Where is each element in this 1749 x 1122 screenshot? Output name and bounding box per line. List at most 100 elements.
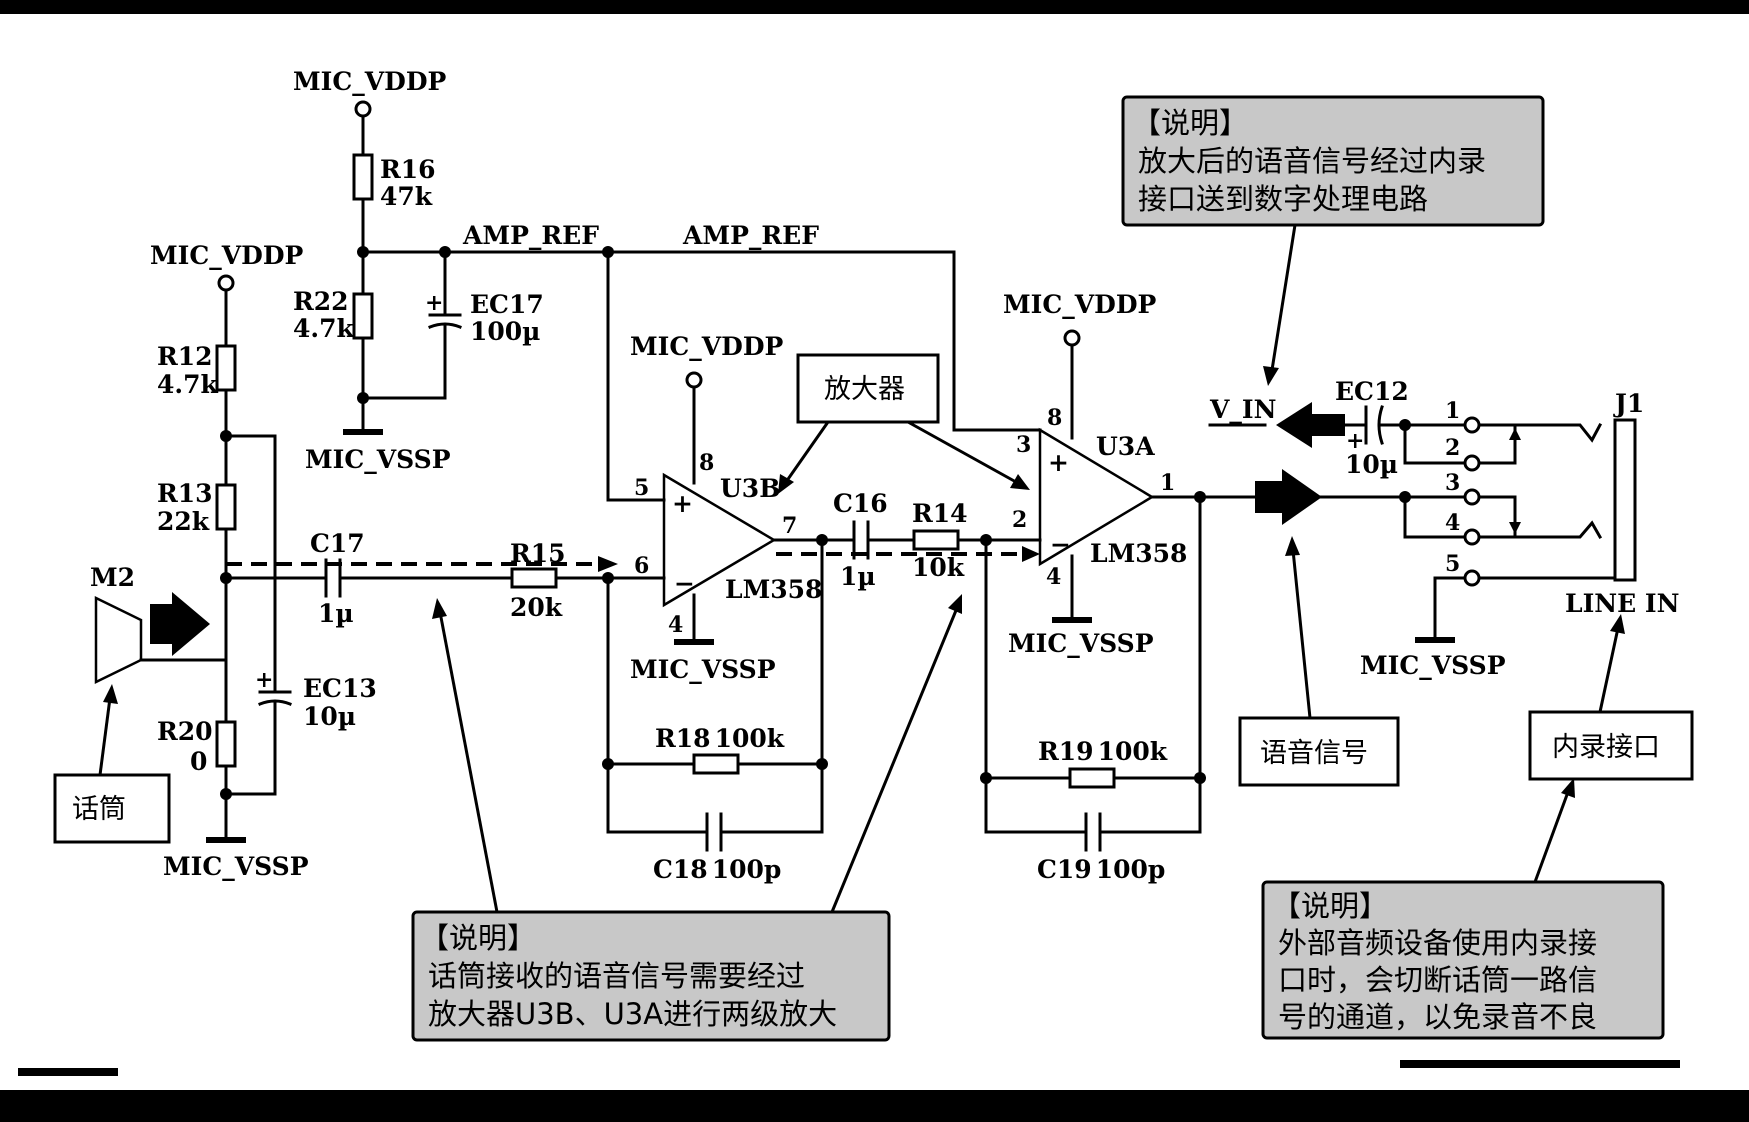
note-bottom-center: 【说明】 话筒接收的语音信号需要经过 放大器U3B、U3A进行两级放大	[411, 594, 962, 1042]
note-bottom-right-box	[1261, 880, 1665, 1040]
svg-text:+: +	[1346, 428, 1364, 454]
v-in-arrow-icon	[1276, 402, 1345, 448]
svg-text:−: −	[1050, 530, 1071, 559]
u3a-pin-vcc: 8	[1047, 405, 1062, 431]
mic-ref: M2	[90, 563, 135, 592]
note-top-right-line-1: 放大后的语音信号经过内录	[1138, 144, 1486, 178]
c17-ref: C17	[310, 529, 365, 558]
note-top-right-line-2: 接口送到数字处理电路	[1138, 182, 1428, 216]
amplifier-label-box	[796, 353, 940, 424]
c18-ref: C18	[653, 855, 708, 884]
interstage-coupling: C16 1µ R14 10k	[776, 489, 1042, 591]
opamp-u3a: MIC_VDDP + − 8 3 2 1 4 U3A LM358 MIC_VSS…	[980, 290, 1206, 884]
jack-body	[1613, 418, 1637, 582]
jack-pin-5: 5	[1445, 551, 1460, 577]
callout-line-in-port: 内录接口	[1528, 614, 1694, 781]
r18-value: 100k	[715, 724, 785, 753]
note-bottom-right-line-3: 号的通道，以免录音不良	[1278, 1000, 1597, 1034]
r19-value: 100k	[1098, 737, 1168, 766]
r12-value: 4.7k	[157, 370, 218, 399]
u3a-ref: U3A	[1096, 432, 1155, 461]
svg-text:+: +	[425, 290, 443, 316]
vssp-label-u3a: MIC_VSSP	[1008, 629, 1154, 658]
jack-pin-1: 1	[1445, 398, 1460, 424]
callout-voice-signal: 语音信号	[1238, 536, 1400, 787]
microphone-label: 话筒	[72, 794, 126, 825]
svg-text:+: +	[255, 667, 273, 693]
note-bottom-center-title: 【说明】	[420, 921, 536, 955]
c16-ref: C16	[833, 489, 888, 518]
microphone-icon	[94, 595, 143, 685]
jack-j1: 1 2 3 4 5 J1 LINE IN	[1445, 389, 1679, 618]
resistor-r12	[215, 344, 237, 392]
c17-value: 1µ	[318, 599, 354, 628]
r16-value: 47k	[380, 182, 433, 211]
u3a-pin-minus: 2	[1012, 507, 1027, 533]
vssp-label-r20: MIC_VSSP	[163, 852, 309, 881]
c19-ref: C19	[1037, 855, 1092, 884]
resistor-r14	[912, 529, 960, 551]
r16-ref: R16	[380, 155, 436, 184]
mic-signal-arrow-icon	[150, 592, 210, 656]
resistor-r13	[215, 483, 237, 531]
note-bottom-center-line-1: 话筒接收的语音信号需要经过	[428, 959, 805, 993]
vddp-label-r12: MIC_VDDP	[150, 241, 304, 270]
u3a-pin-gnd: 4	[1046, 564, 1061, 590]
line-in-port-label: 内录接口	[1552, 732, 1660, 763]
j1-ref: J1	[1613, 389, 1644, 418]
r22-ref: R22	[293, 287, 349, 316]
svg-text:+: +	[1048, 448, 1069, 477]
r22-value: 4.7k	[293, 314, 354, 343]
resistor-r20	[215, 720, 237, 768]
r14-ref: R14	[912, 499, 968, 528]
u3b-pin-vcc: 8	[699, 450, 714, 476]
voice-signal-label-box	[1238, 716, 1400, 787]
r20-value: 0	[190, 747, 207, 776]
note-bottom-right-title: 【说明】	[1272, 889, 1388, 923]
note-top-right: 【说明】 放大后的语音信号经过内录 接口送到数字处理电路	[1121, 95, 1545, 386]
u3b-pin-minus: 6	[634, 553, 649, 579]
resistor-r15	[510, 567, 558, 589]
opamp-u3b: MIC_VDDP + − 8 5 6 7 4 U3B LM358 MIC_VSS…	[602, 332, 856, 884]
vddp-terminal-r12	[217, 274, 235, 292]
u3b-pin-out: 7	[782, 513, 797, 539]
resistor-r18	[692, 753, 740, 775]
jack-pin-4: 4	[1445, 510, 1460, 536]
ec13-ref: EC13	[303, 674, 377, 703]
c16-value: 1µ	[840, 562, 876, 591]
note-bottom-center-box	[411, 910, 891, 1042]
note-bottom-right-line-2: 口时，会切断话筒一路信	[1278, 963, 1597, 997]
r13-value: 22k	[157, 507, 210, 536]
microphone-label-box	[53, 773, 171, 844]
jack-pin-2: 2	[1445, 435, 1460, 461]
svg-text:+: +	[672, 489, 693, 518]
line-in-port-label-box	[1528, 710, 1694, 781]
r15-value: 20k	[510, 593, 563, 622]
ec12-ref: EC12	[1335, 377, 1409, 406]
u3a-part: LM358	[1090, 539, 1187, 568]
amp-ref-label-1: AMP_REF	[462, 221, 599, 250]
ec17-ref: EC17	[470, 290, 544, 319]
u3b-pin-plus: 5	[634, 475, 649, 501]
vddp-label-r16: MIC_VDDP	[293, 67, 447, 96]
note-bottom-right-line-1: 外部音频设备使用内录接	[1278, 926, 1597, 960]
resistor-r16	[352, 153, 374, 201]
output-section: V_IN + EC12 10µ MIC_VSSP	[1198, 377, 1506, 680]
vssp-label-u3b: MIC_VSSP	[630, 655, 776, 684]
resistor-r19	[1068, 767, 1116, 789]
vddp-label-u3a: MIC_VDDP	[1003, 290, 1157, 319]
r18-ref: R18	[655, 724, 711, 753]
ec13-value: 10µ	[303, 702, 356, 731]
svg-text:−: −	[674, 569, 695, 598]
amplifier-label: 放大器	[824, 374, 905, 405]
output-arrow-icon	[1255, 469, 1322, 525]
amp-ref-network: MIC_VDDP R16 47k R22 4.7k MIC_VSSP + EC1…	[293, 67, 1042, 502]
u3b-pin-gnd: 4	[668, 612, 683, 638]
c18-value: 100p	[712, 855, 782, 884]
opamp-u3a-triangle	[1038, 427, 1155, 567]
vssp-label-r22: MIC_VSSP	[305, 445, 451, 474]
vddp-label-u3b: MIC_VDDP	[630, 332, 784, 361]
